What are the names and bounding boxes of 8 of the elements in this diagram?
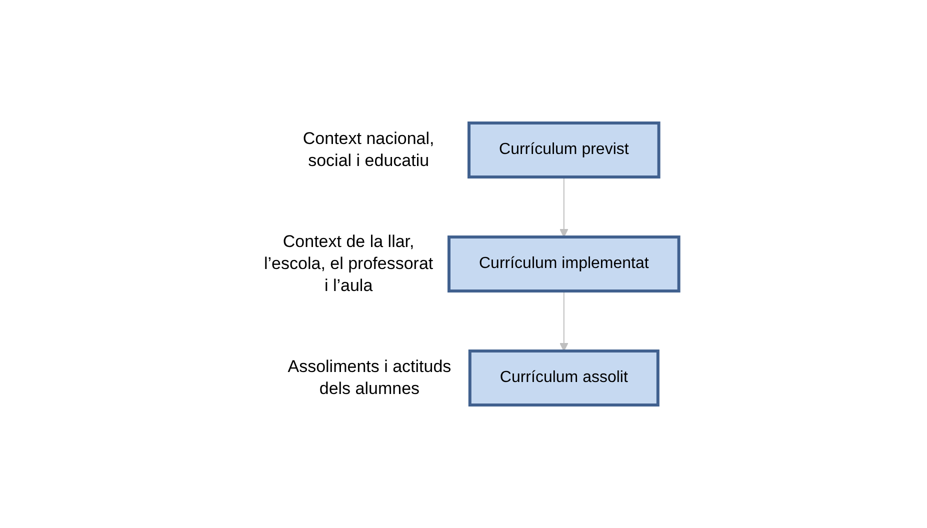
arrow xyxy=(559,290,568,352)
context-note: Context nacional, social i educatiu xyxy=(302,128,436,172)
context-note: Context de la llar, l’escola, el professorat i l’aula xyxy=(264,230,434,298)
node-box: Currículum implementat xyxy=(447,236,680,292)
arrow xyxy=(559,176,568,238)
context-note: Assoliments i actituds dels alumnes xyxy=(286,356,452,400)
node-box: Currículum previst xyxy=(467,122,660,178)
node-box: Currículum assolit xyxy=(468,350,659,406)
